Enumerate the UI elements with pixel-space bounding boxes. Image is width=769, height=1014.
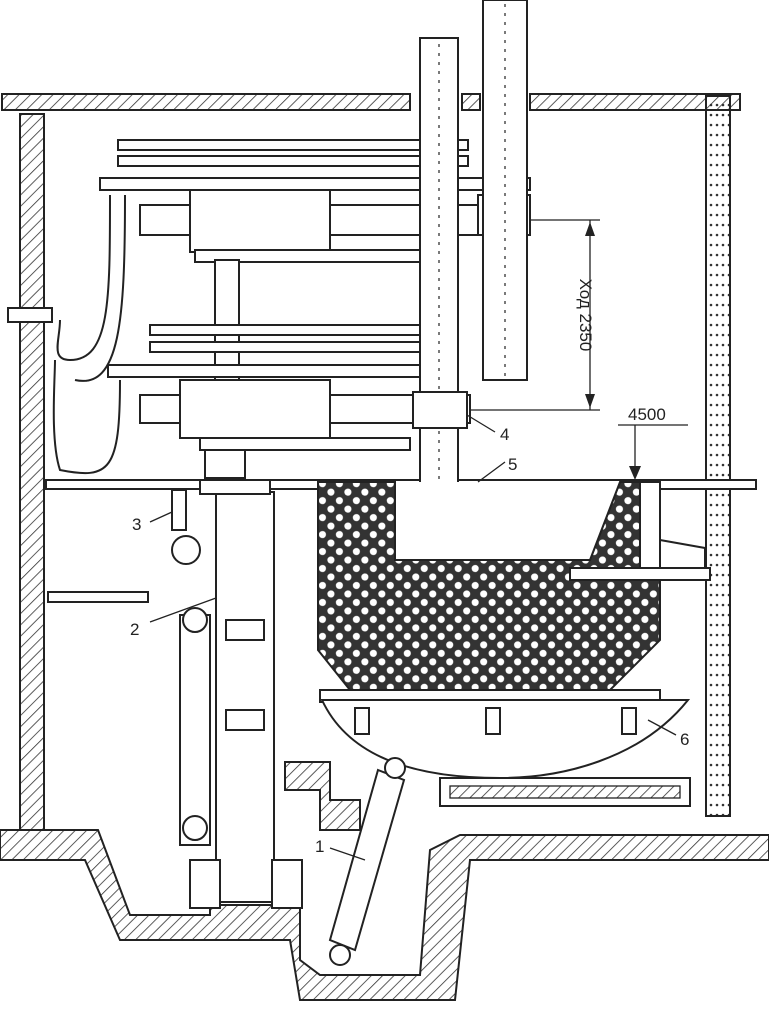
right-column: [705, 95, 731, 817]
callout-1: 1: [315, 837, 324, 856]
left-wall: [19, 113, 45, 831]
callout-6: 6: [680, 730, 689, 749]
callout-4: 4: [500, 425, 509, 444]
tilting-cradle: [320, 699, 691, 780]
wall-bracket: [7, 307, 53, 323]
callouts: 1 2 3 4 5 6: [130, 414, 689, 861]
electrode-holder: [412, 391, 468, 429]
electrode-mast: [171, 479, 303, 909]
stroke-label: Ход 2350: [576, 279, 595, 352]
furnace-bath: [317, 481, 711, 703]
callout-5: 5: [508, 455, 517, 474]
rail-track: [284, 761, 691, 831]
tilt-cylinder: [328, 757, 406, 966]
ceiling-beam: [1, 93, 741, 111]
stroke-dimension: Ход 2350: [470, 219, 600, 411]
level-label: 4500: [628, 405, 666, 424]
callout-2: 2: [130, 620, 139, 639]
level-mark: 4500: [618, 405, 688, 480]
foundation: [0, 829, 769, 1001]
lower-electrode-arm: [52, 324, 471, 479]
side-shelf: [47, 591, 149, 603]
electrodes: [412, 0, 528, 557]
callout-3: 3: [132, 515, 141, 534]
